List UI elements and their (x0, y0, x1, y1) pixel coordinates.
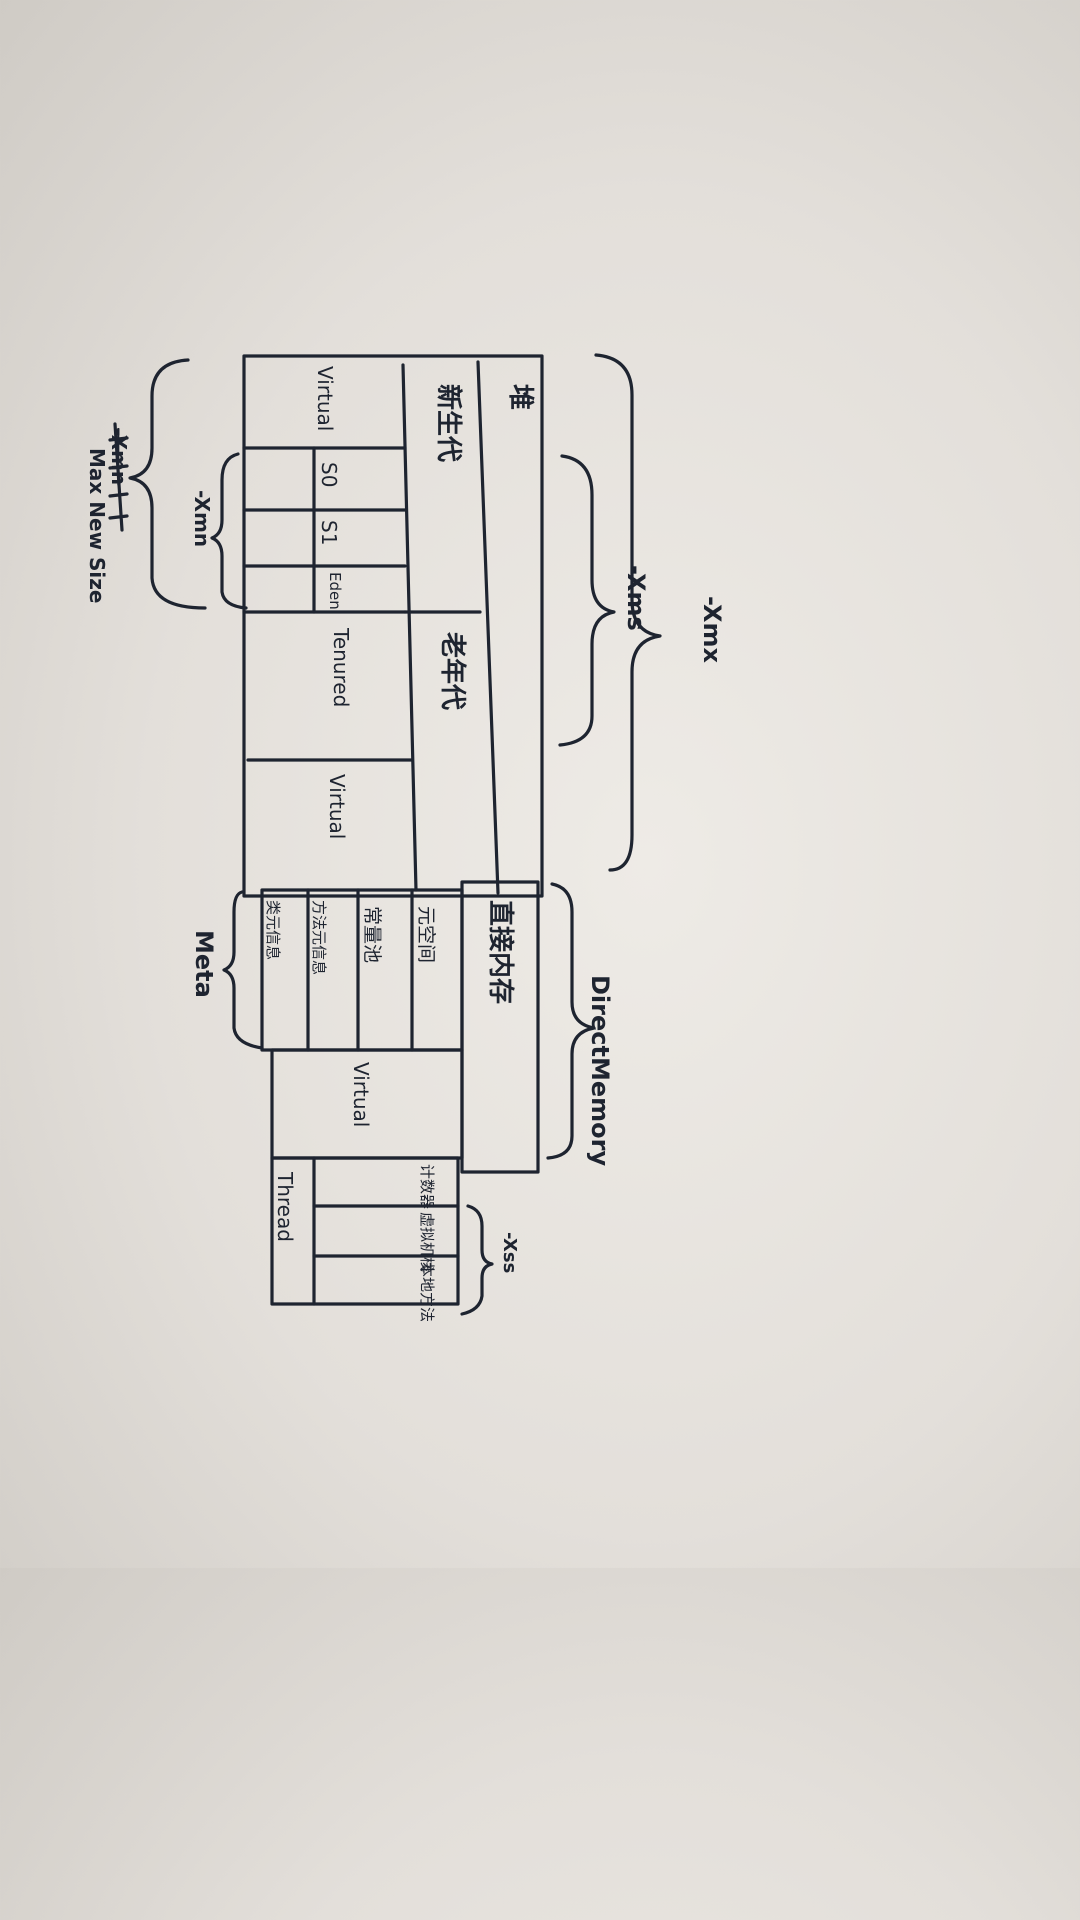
xms-brace (558, 454, 616, 747)
xss-annotation: -Xss (499, 1232, 520, 1273)
xms-annotation: -Xms (622, 565, 650, 631)
xmn-annotation: -Xmn (190, 490, 214, 547)
old-generation-label: 老年代 (437, 632, 468, 710)
memory-diagram-sheet: 堆 新生代 老年代 直接内存 Virtual S0 S1 Tenured Vir… (85, 353, 726, 1322)
heap-title-divider (476, 360, 500, 895)
direct-memory-annotation: DirectMemory (586, 975, 614, 1166)
eden-label: Eden (326, 572, 344, 610)
young-inner-brace (210, 452, 248, 610)
meta-annotation: Meta (190, 930, 218, 998)
xmx-annotation: -Xmx (698, 596, 726, 664)
old-virtual-label: Virtual (325, 774, 349, 839)
young-generation-column-divider (401, 363, 418, 892)
program-counter-label: 计数器 (418, 1164, 436, 1209)
direct-memory-label: 直接内存 (485, 900, 515, 1004)
thread-outline (270, 1156, 460, 1306)
vm-stack-label: 虚拟机栈 (418, 1212, 436, 1272)
xmn-brace (128, 358, 207, 610)
young-virtual-label: Virtual (313, 366, 337, 431)
heap-label: 堆 (505, 384, 535, 410)
direct-virtual-label: Virtual (349, 1062, 373, 1127)
xmx-brace (594, 353, 662, 872)
max-new-size-crossed-out: -Xmn (107, 428, 131, 485)
method-meta-label: 方法元信息 (310, 900, 328, 975)
thread-label: Thread (273, 1171, 297, 1242)
direct-memory-brace (546, 882, 596, 1160)
max-new-size-annotation: Max New Size (85, 448, 109, 603)
constant-pool-label: 常量池 (361, 906, 383, 963)
heap-outline (242, 354, 544, 898)
class-meta-label: 类元信息 (264, 900, 282, 960)
native-method-label: 本地方法 (418, 1262, 436, 1322)
strikethrough-scribble (108, 422, 129, 532)
meta-brace (222, 890, 264, 1050)
tenured-label: Tenured (329, 627, 353, 707)
survivor-s0-label: S0 (317, 462, 341, 487)
survivor-s1-label: S1 (317, 520, 341, 545)
young-generation-label: 新生代 (433, 384, 464, 462)
meta-space-label: 元空间 (415, 906, 437, 963)
xss-brace (460, 1204, 494, 1316)
